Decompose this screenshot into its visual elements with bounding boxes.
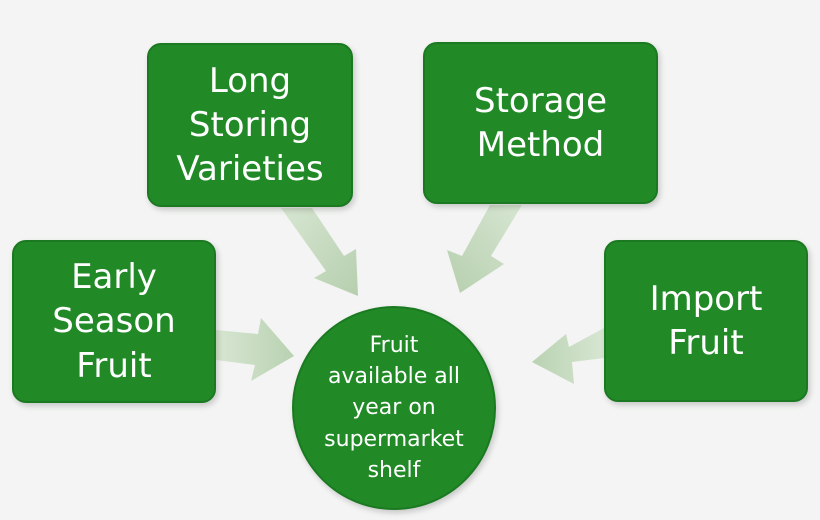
- node-storage-method: Storage Method: [423, 42, 658, 204]
- center-label-line: year on: [352, 395, 436, 421]
- node-long-storing-varieties: Long Storing Varieties: [147, 43, 353, 207]
- arrow-early-to-center: [216, 318, 294, 381]
- center-label-line: Fruit: [369, 332, 419, 358]
- node-label-line: Long: [208, 60, 292, 101]
- center-label-line: supermarket: [324, 426, 464, 452]
- arrow-long-to-center: [281, 208, 358, 296]
- node-label-line: Fruit: [76, 345, 152, 386]
- node-label-line: Fruit: [668, 323, 744, 363]
- center-label-line: shelf: [367, 457, 421, 483]
- node-label-line: Early: [71, 257, 157, 298]
- arrow-import-to-center: [532, 328, 604, 384]
- node-label-line: Varieties: [176, 149, 324, 190]
- node-label-line: Storage: [473, 80, 608, 121]
- center-node-fruit-available: Fruit available all year on supermarket …: [292, 306, 496, 510]
- node-label-line: Import: [649, 278, 763, 319]
- node-label-line: Method: [476, 125, 605, 165]
- node-label-line: Season: [52, 301, 176, 342]
- arrow-storage-to-center: [447, 205, 522, 293]
- center-label-line: available all: [327, 364, 460, 390]
- node-label-line: Storing: [188, 104, 312, 145]
- node-import-fruit: Import Fruit: [604, 240, 808, 402]
- node-early-season-fruit: Early Season Fruit: [12, 240, 216, 403]
